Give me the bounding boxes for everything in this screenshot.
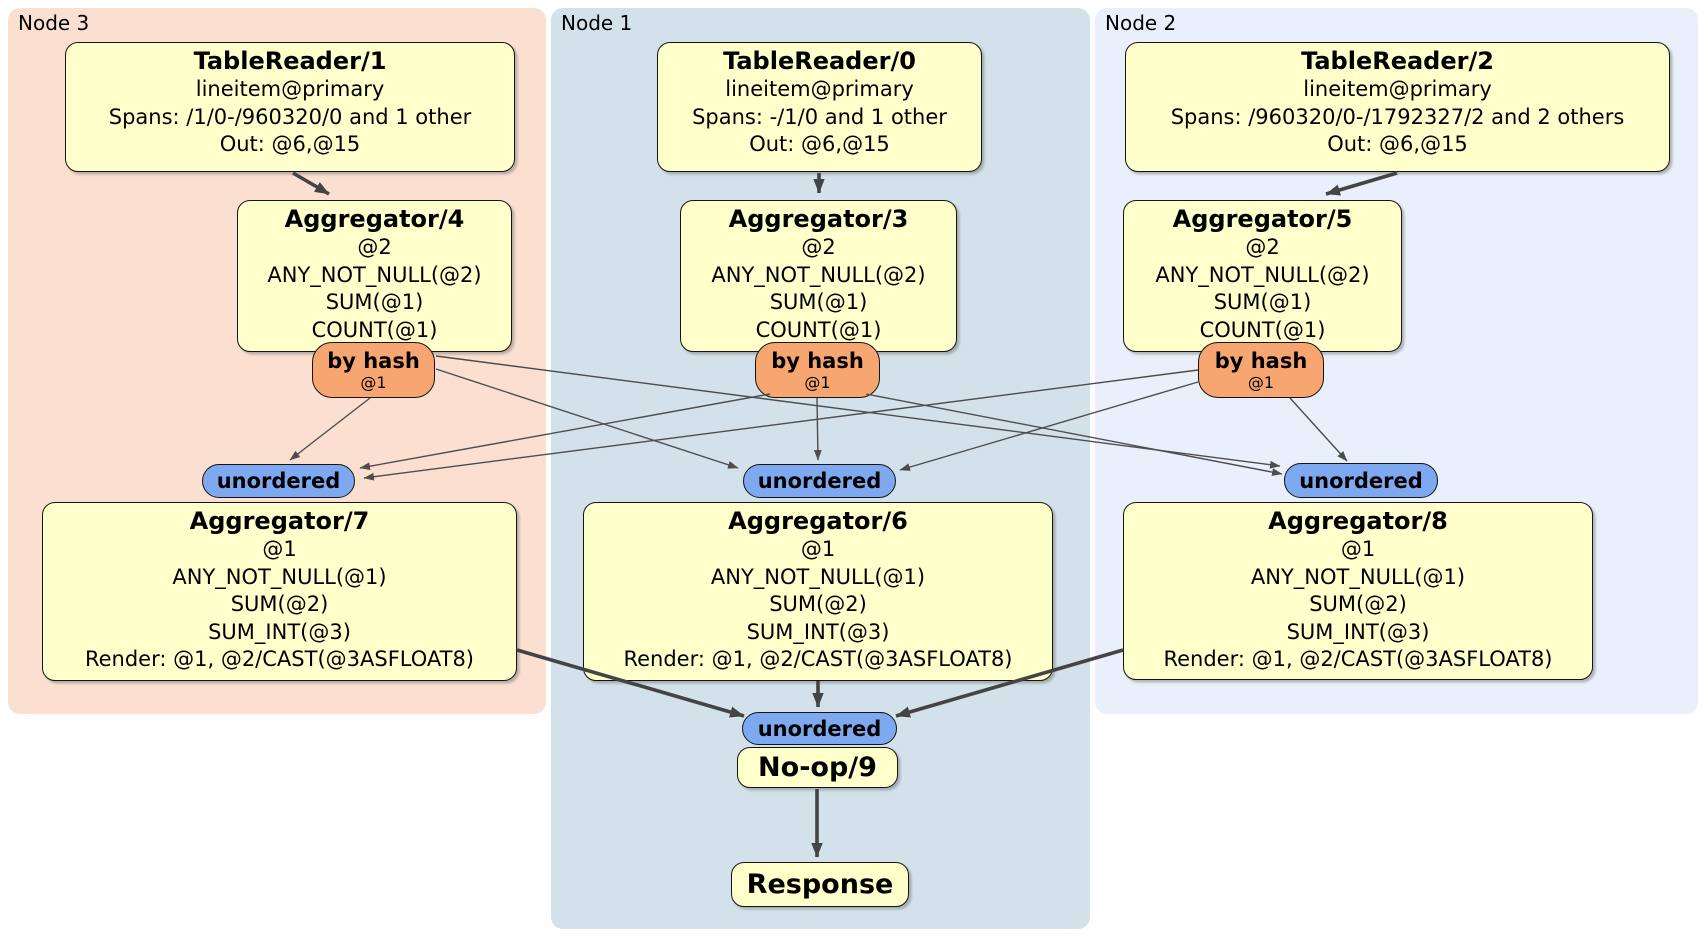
node-tablereader-2: TableReader/2 lineitem@primary Spans: /9… xyxy=(1125,42,1670,172)
node-line: Out: @6,@15 xyxy=(1327,132,1468,156)
router-label: by hash xyxy=(1214,348,1308,373)
panel-label-node-3: Node 3 xyxy=(18,11,90,35)
node-aggregator-6: Aggregator/6 @1 ANY_NOT_NULL(@1) SUM(@2)… xyxy=(583,502,1053,681)
node-line: SUM(@1) xyxy=(769,290,868,314)
node-title: No-op/9 xyxy=(758,751,877,783)
node-aggregator-5: Aggregator/5 @2 ANY_NOT_NULL(@2) SUM(@1)… xyxy=(1123,200,1402,352)
node-line: ANY_NOT_NULL(@1) xyxy=(710,564,926,589)
node-aggregator-8: Aggregator/8 @1 ANY_NOT_NULL(@1) SUM(@2)… xyxy=(1123,502,1593,680)
stream-label: unordered xyxy=(1299,468,1423,493)
node-title: TableReader/1 xyxy=(193,47,387,75)
node-line: lineitem@primary xyxy=(725,77,914,101)
stream-label: unordered xyxy=(757,469,882,493)
router-by-hash-4: by hash @1 xyxy=(312,342,435,398)
router-label: by hash xyxy=(771,348,864,373)
node-aggregator-7: Aggregator/7 @1 ANY_NOT_NULL(@1) SUM(@2)… xyxy=(42,502,517,681)
node-line: Spans: -/1/0 and 1 other xyxy=(692,104,947,129)
node-title: Aggregator/5 xyxy=(1172,205,1353,233)
node-line: Spans: /1/0-/960320/0 and 1 other xyxy=(108,104,472,129)
node-tablereader-1: TableReader/1 lineitem@primary Spans: /1… xyxy=(65,42,515,172)
node-line: SUM(@2) xyxy=(1309,592,1407,616)
panel-label-node-2: Node 2 xyxy=(1105,11,1177,35)
node-line: Out: @6,@15 xyxy=(219,132,361,156)
node-noop-9: No-op/9 xyxy=(737,747,898,788)
node-line: ANY_NOT_NULL(@2) xyxy=(711,262,926,287)
node-line: ANY_NOT_NULL(@1) xyxy=(1250,564,1466,589)
node-line: SUM(@2) xyxy=(230,592,329,616)
node-line: lineitem@primary xyxy=(1303,77,1492,101)
router-key: @1 xyxy=(360,372,387,392)
stream-label: unordered xyxy=(757,716,882,741)
node-title: Aggregator/3 xyxy=(728,205,909,233)
node-line: ANY_NOT_NULL(@2) xyxy=(267,262,482,287)
node-line: @1 xyxy=(1340,537,1376,561)
node-title: Aggregator/7 xyxy=(189,507,370,535)
router-by-hash-5: by hash @1 xyxy=(1198,342,1324,398)
node-line: @2 xyxy=(801,235,836,259)
router-by-hash-3: by hash @1 xyxy=(755,342,880,398)
node-line: Render: @1, @2/CAST(@3ASFLOAT8) xyxy=(623,647,1013,671)
node-line: COUNT(@1) xyxy=(1199,317,1326,342)
node-title: TableReader/0 xyxy=(723,47,916,75)
node-line: ANY_NOT_NULL(@1) xyxy=(172,564,387,589)
node-line: Render: @1, @2/CAST(@3ASFLOAT8) xyxy=(84,647,475,671)
node-line: SUM_INT(@3) xyxy=(1286,619,1430,644)
node-title: Response xyxy=(746,868,894,900)
node-line: Spans: /960320/0-/1792327/2 and 2 others xyxy=(1170,104,1625,129)
node-line: SUM_INT(@3) xyxy=(746,619,890,644)
node-line: SUM(@1) xyxy=(1213,290,1312,314)
router-key: @1 xyxy=(1247,372,1275,392)
node-line: @1 xyxy=(262,537,297,561)
node-line: COUNT(@1) xyxy=(311,317,438,342)
node-line: Out: @6,@15 xyxy=(749,132,890,156)
node-line: @2 xyxy=(1245,235,1280,259)
node-line: COUNT(@1) xyxy=(755,317,882,342)
stream-label: unordered xyxy=(216,469,341,493)
stream-unordered-middle: unordered xyxy=(743,464,896,498)
node-title: TableReader/2 xyxy=(1301,47,1494,75)
node-title: Aggregator/4 xyxy=(284,205,465,233)
node-tablereader-0: TableReader/0 lineitem@primary Spans: -/… xyxy=(657,42,982,172)
node-line: ANY_NOT_NULL(@2) xyxy=(1155,262,1370,287)
stream-unordered-right: unordered xyxy=(1284,463,1438,498)
router-key: @1 xyxy=(804,372,831,392)
node-line: SUM_INT(@3) xyxy=(208,619,351,644)
stream-unordered-left: unordered xyxy=(202,464,355,498)
panel-label-node-1: Node 1 xyxy=(561,11,633,35)
node-line: Render: @1, @2/CAST(@3ASFLOAT8) xyxy=(1163,647,1553,671)
node-aggregator-4: Aggregator/4 @2 ANY_NOT_NULL(@2) SUM(@1)… xyxy=(237,200,512,352)
node-line: lineitem@primary xyxy=(195,77,385,101)
node-line: @2 xyxy=(357,235,392,259)
node-aggregator-3: Aggregator/3 @2 ANY_NOT_NULL(@2) SUM(@1)… xyxy=(680,200,957,352)
node-line: SUM(@1) xyxy=(325,290,424,314)
node-line: SUM(@2) xyxy=(769,592,867,616)
node-title: Aggregator/6 xyxy=(728,507,908,535)
stream-unordered-bottom: unordered xyxy=(742,712,897,745)
router-label: by hash xyxy=(327,348,420,373)
node-line: @1 xyxy=(800,537,836,561)
node-response: Response xyxy=(731,862,909,907)
node-title: Aggregator/8 xyxy=(1268,507,1448,535)
